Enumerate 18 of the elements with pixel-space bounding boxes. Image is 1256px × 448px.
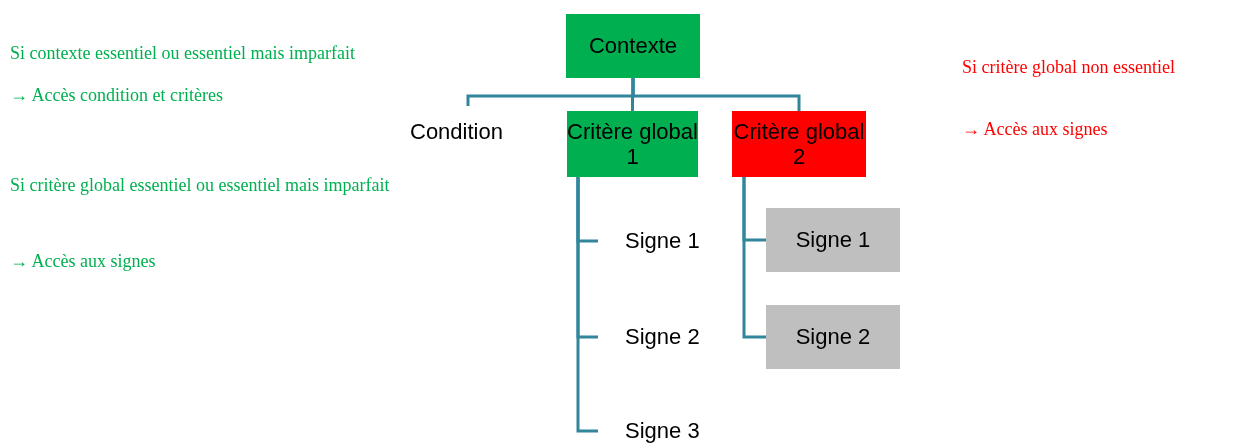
note-text: Si critère global essentiel ou essentiel mais imparfait — [10, 174, 391, 197]
note-text: Si critère global non essentiel — [962, 56, 1176, 79]
sign-box: Signe 2 — [766, 305, 900, 369]
context-box: Contexte — [566, 14, 700, 78]
connector-line — [576, 177, 598, 433]
node-text: Signe 1 — [598, 220, 718, 262]
sign-box: Signe 1 — [766, 208, 900, 272]
node-text: Signe 2 — [598, 316, 718, 358]
note-text: Si contexte essentiel ou essentiel mais imparfait — [10, 42, 356, 65]
node-text: Condition — [410, 106, 528, 158]
note-text: → Accès aux signes — [962, 118, 1109, 141]
connector-line — [742, 177, 766, 339]
note-text: → Accès condition et critères — [10, 84, 224, 107]
criterion-box: Critère global 1 — [567, 111, 698, 177]
criterion-box: Critère global 2 — [732, 111, 866, 177]
note-text: → Accès aux signes — [10, 250, 157, 273]
connector-line — [631, 78, 801, 111]
node-text: Signe 3 — [598, 414, 718, 448]
